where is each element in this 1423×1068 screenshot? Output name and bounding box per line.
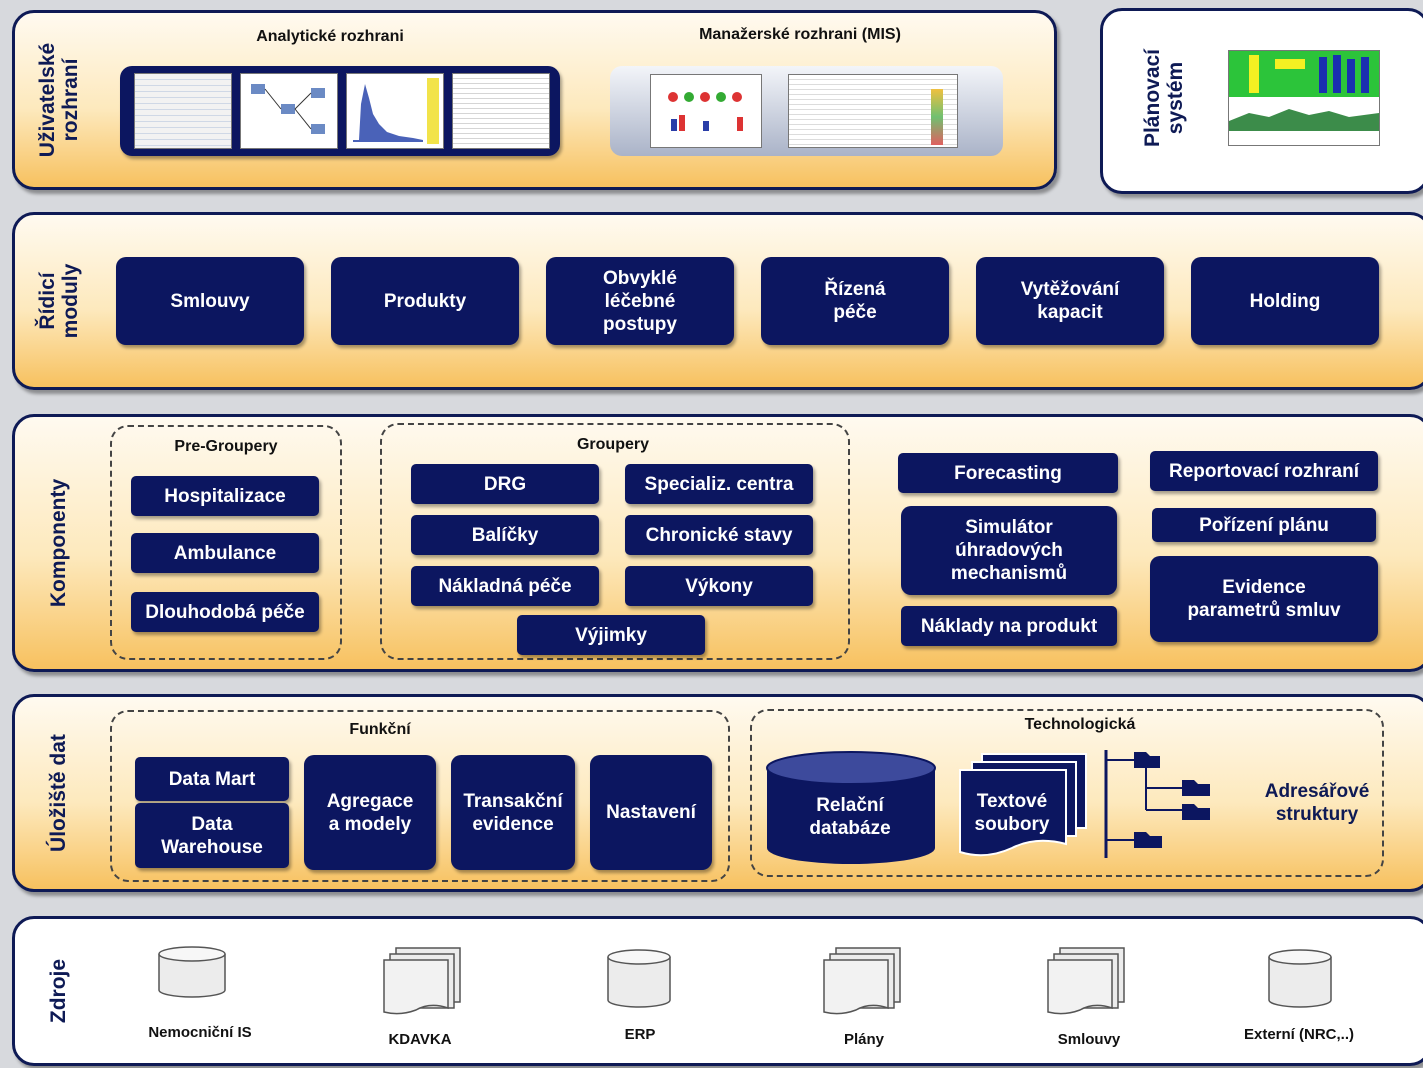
component-vykony: Výkony xyxy=(625,566,813,606)
component-chronicke-stavy: Chronické stavy xyxy=(625,515,813,555)
planning-chart-icon xyxy=(1229,51,1379,131)
component-balicky: Balíčky xyxy=(411,515,599,555)
source-plany: Plány xyxy=(843,1031,885,1048)
module-rizena-pece: Řízená péče xyxy=(761,257,949,345)
analytic-interface-title: Analytické rozhrani xyxy=(256,28,404,45)
control-modules-label: Řídicí moduly xyxy=(36,263,82,339)
sources-band xyxy=(12,916,1423,1066)
storage-data-mart: Data Mart xyxy=(135,757,289,801)
storage-nastaveni: Nastavení xyxy=(590,755,712,870)
functional-storage-group xyxy=(110,710,730,882)
component-forecasting: Forecasting xyxy=(898,453,1118,493)
source-kdavka: KDAVKA xyxy=(388,1031,452,1048)
pregroupery-title: Pre-Groupery xyxy=(174,438,278,455)
directory-tree-icon xyxy=(1104,750,1210,858)
external-database-icon xyxy=(1268,949,1332,1008)
analytic-screenshot-grid xyxy=(452,73,550,149)
storage-relacni-databaze: Relační databáze xyxy=(809,795,891,839)
source-smlouvy: Smlouvy xyxy=(1057,1031,1121,1048)
component-naklady-na-produkt: Náklady na produkt xyxy=(901,606,1117,646)
contracts-documents-icon xyxy=(1047,947,1125,1015)
component-evidence-parametru-smluv: Evidence parametrů smluv xyxy=(1150,556,1378,642)
module-vytezovani-kapacit: Vytěžování kapacit xyxy=(976,257,1164,345)
planning-system-screenshot xyxy=(1228,50,1380,146)
analytic-screenshot-diagram xyxy=(240,73,338,149)
storage-agregace-a-modely: Agregace a modely xyxy=(304,755,436,870)
sources-label: Zdroje xyxy=(47,958,70,1024)
source-nemocnicni-is: Nemocniční IS xyxy=(148,1024,252,1041)
functional-title: Funkční xyxy=(349,721,411,738)
component-specializ-centra: Specializ. centra xyxy=(625,464,813,504)
kdavka-documents-icon xyxy=(383,947,461,1015)
dashboard-icon xyxy=(668,92,743,131)
storage-transakcni-evidence: Transakční evidence xyxy=(451,755,575,870)
analytic-screenshots-panel xyxy=(120,66,560,156)
component-simulator: Simulátor úhradových mechanismů xyxy=(901,506,1117,595)
storage-adresarove-struktury: Adresářové struktury xyxy=(1264,781,1370,825)
mis-interface-title: Manažerské rozhrani (MIS) xyxy=(699,26,901,43)
ui-layer-label: Uživatelské rozhraní xyxy=(36,42,82,158)
report-status-column xyxy=(931,89,943,145)
component-reportovaci-rozhrani: Reportovací rozhraní xyxy=(1150,451,1378,491)
analytic-screenshot-table xyxy=(134,73,232,149)
hospital-is-database-icon xyxy=(158,946,226,998)
groupery-title: Groupery xyxy=(576,436,649,453)
module-produkty: Produkty xyxy=(331,257,519,345)
data-storage-label: Úložiště dat xyxy=(47,734,70,852)
histogram-icon xyxy=(353,78,439,144)
source-erp: ERP xyxy=(624,1026,656,1043)
mis-screenshots-panel xyxy=(610,66,1003,156)
groupery-group xyxy=(380,423,850,660)
source-externi: Externí (NRC,..) xyxy=(1243,1026,1354,1043)
module-obvykle-lecebne-postupy: Obvyklé léčebné postupy xyxy=(546,257,734,345)
component-hospitalizace: Hospitalizace xyxy=(131,476,319,516)
storage-textove-soubory: Textové soubory xyxy=(974,791,1050,835)
component-porizeni-planu: Pořízení plánu xyxy=(1152,508,1376,542)
analytic-screenshot-histogram xyxy=(346,73,444,149)
component-vyjimky: Výjimky xyxy=(517,615,705,655)
module-holding: Holding xyxy=(1191,257,1379,345)
erp-database-icon xyxy=(607,949,671,1008)
mis-screenshot-report xyxy=(788,74,958,148)
flow-diagram-icon xyxy=(251,84,325,134)
text-files-icon xyxy=(959,753,1087,857)
component-dlouhodoba-pece: Dlouhodobá péče xyxy=(131,592,319,632)
module-smlouvy: Smlouvy xyxy=(116,257,304,345)
relational-database-icon xyxy=(766,751,936,864)
component-ambulance: Ambulance xyxy=(131,533,319,573)
technological-title: Technologická xyxy=(1024,716,1136,733)
technological-storage-group xyxy=(750,709,1384,877)
planning-system-label: Plánovací systém xyxy=(1141,48,1187,148)
components-label: Komponenty xyxy=(47,478,70,608)
pregroupery-group xyxy=(110,425,342,660)
component-drg: DRG xyxy=(411,464,599,504)
plans-documents-icon xyxy=(823,947,901,1015)
component-nakladna-pece: Nákladná péče xyxy=(411,566,599,606)
storage-data-warehouse: Data Warehouse xyxy=(135,803,289,868)
mis-screenshot-dashboard xyxy=(650,74,762,148)
